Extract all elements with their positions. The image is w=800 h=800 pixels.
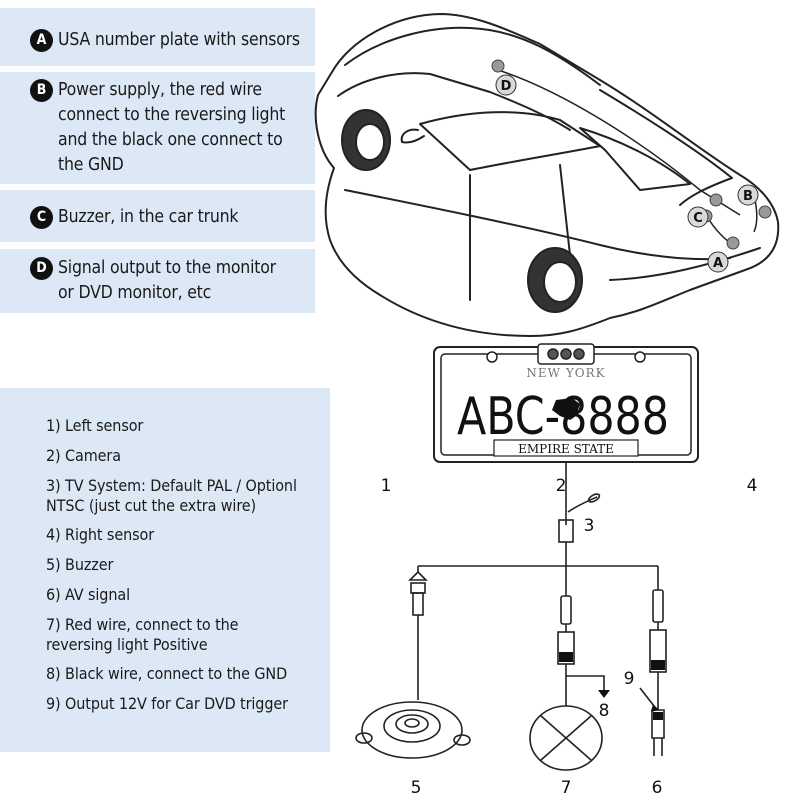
diagram-number-3: 3: [584, 516, 595, 536]
component-list-panel: [0, 388, 330, 752]
diagram-number-6: 6: [652, 778, 663, 798]
component-item-1: 1) Left sensor: [46, 416, 144, 435]
state-map-icon: [552, 398, 580, 420]
legend-text-b: Power supply, the red wire connect to th…: [58, 80, 286, 175]
legend-text-d: Signal output to the monitor or DVD moni…: [58, 258, 276, 303]
component-item-8: 8) Black wire, connect to the GND: [46, 664, 288, 683]
component-item-3: 3) TV System: Default PAL / Optionl NTSC…: [46, 476, 297, 515]
diagram-number-1: 1: [381, 476, 392, 496]
component-item-4: 4) Right sensor: [46, 525, 155, 544]
plate-state: NEW YORK: [526, 366, 605, 380]
diagram-number-8: 8: [599, 701, 610, 721]
component-item-9: 9) Output 12V for Car DVD trigger: [46, 694, 288, 713]
plate-number: ABC-8888: [457, 387, 669, 447]
legend-text-a: USA number plate with sensors: [58, 30, 300, 50]
badge-b: B: [30, 79, 53, 102]
badge-a: A: [30, 29, 53, 52]
component-item-2: 2) Camera: [46, 446, 121, 465]
diagram-number-5: 5: [411, 778, 422, 798]
legend-text-c: Buzzer, in the car trunk: [58, 207, 239, 227]
diagram-number-9: 9: [624, 669, 635, 689]
component-item-6: 6) AV signal: [46, 585, 130, 604]
legend-box-d: [0, 249, 315, 313]
component-item-7: 7) Red wire, connect to the reversing li…: [46, 615, 239, 654]
badge-c: C: [30, 206, 53, 229]
diagram-number-4: 4: [747, 476, 758, 496]
badge-d: D: [30, 257, 53, 280]
plate-bottom-text: EMPIRE STATE: [518, 442, 614, 456]
diagram-number-7: 7: [561, 778, 572, 798]
component-item-5: 5) Buzzer: [46, 555, 114, 574]
diagram-number-2: 2: [556, 476, 567, 496]
